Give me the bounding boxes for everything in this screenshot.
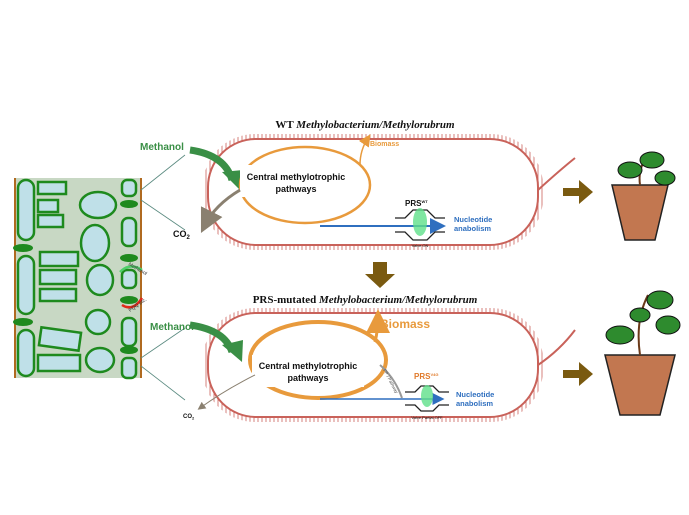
mut-biomass-label: Biomass <box>380 317 430 331</box>
prs-protein-icon <box>421 385 433 407</box>
mut-methanol-label: Methanol <box>150 322 194 333</box>
mut-valve-label: Valve Partial OFF <box>411 415 443 420</box>
mut-central-line2: pathways <box>287 373 328 383</box>
wt-cell-panel: WT Methylobacterium/Methylorubrum Methan… <box>140 119 576 250</box>
wt-co2-label: CO2 <box>173 229 191 241</box>
mutant-cell-panel: PRS-mutated Methylobacterium/Methylorubr… <box>150 294 576 422</box>
plant-small-icon <box>611 151 676 241</box>
methanol-arrow <box>222 340 243 362</box>
methanol-arc <box>119 265 143 273</box>
plant-large-icon <box>604 290 681 416</box>
down-arrow-icon <box>365 262 395 288</box>
flagellum <box>537 157 576 191</box>
methanol-arrow <box>222 170 243 190</box>
wt-prs-label: PRSWT <box>405 199 428 208</box>
mut-central-line1: Central methylotrophic <box>259 361 358 371</box>
wt-title: WT Methylobacterium/Methylorubrum <box>275 119 455 131</box>
mut-nucleotide-line2: anabolism <box>456 399 493 408</box>
mut-co2-label: CO2 <box>183 414 195 421</box>
mut-title: PRS-mutated Methylobacterium/Methylorubr… <box>253 294 478 306</box>
wt-valve-label: Valve ON <box>412 243 429 248</box>
wt-central-line2: pathways <box>275 184 316 194</box>
mut-prs-label: PRSV4G <box>414 372 438 381</box>
wt-methanol-label: Methanol <box>140 142 184 153</box>
other-arc <box>121 297 144 309</box>
leaf-cross-section: Methanol PQQ etc. <box>13 154 186 401</box>
mut-nucleotide-line1: Nucleotide <box>456 390 494 399</box>
wt-nucleotide-line2: anabolism <box>454 224 491 233</box>
right-arrow-icon <box>563 362 593 386</box>
wt-central-line1: Central methylotrophic <box>247 172 346 182</box>
wt-biomass-label: Biomass <box>370 141 399 148</box>
prs-protein-icon <box>413 208 427 236</box>
right-arrow-icon <box>563 180 593 204</box>
wt-nucleotide-line1: Nucleotide <box>454 215 492 224</box>
